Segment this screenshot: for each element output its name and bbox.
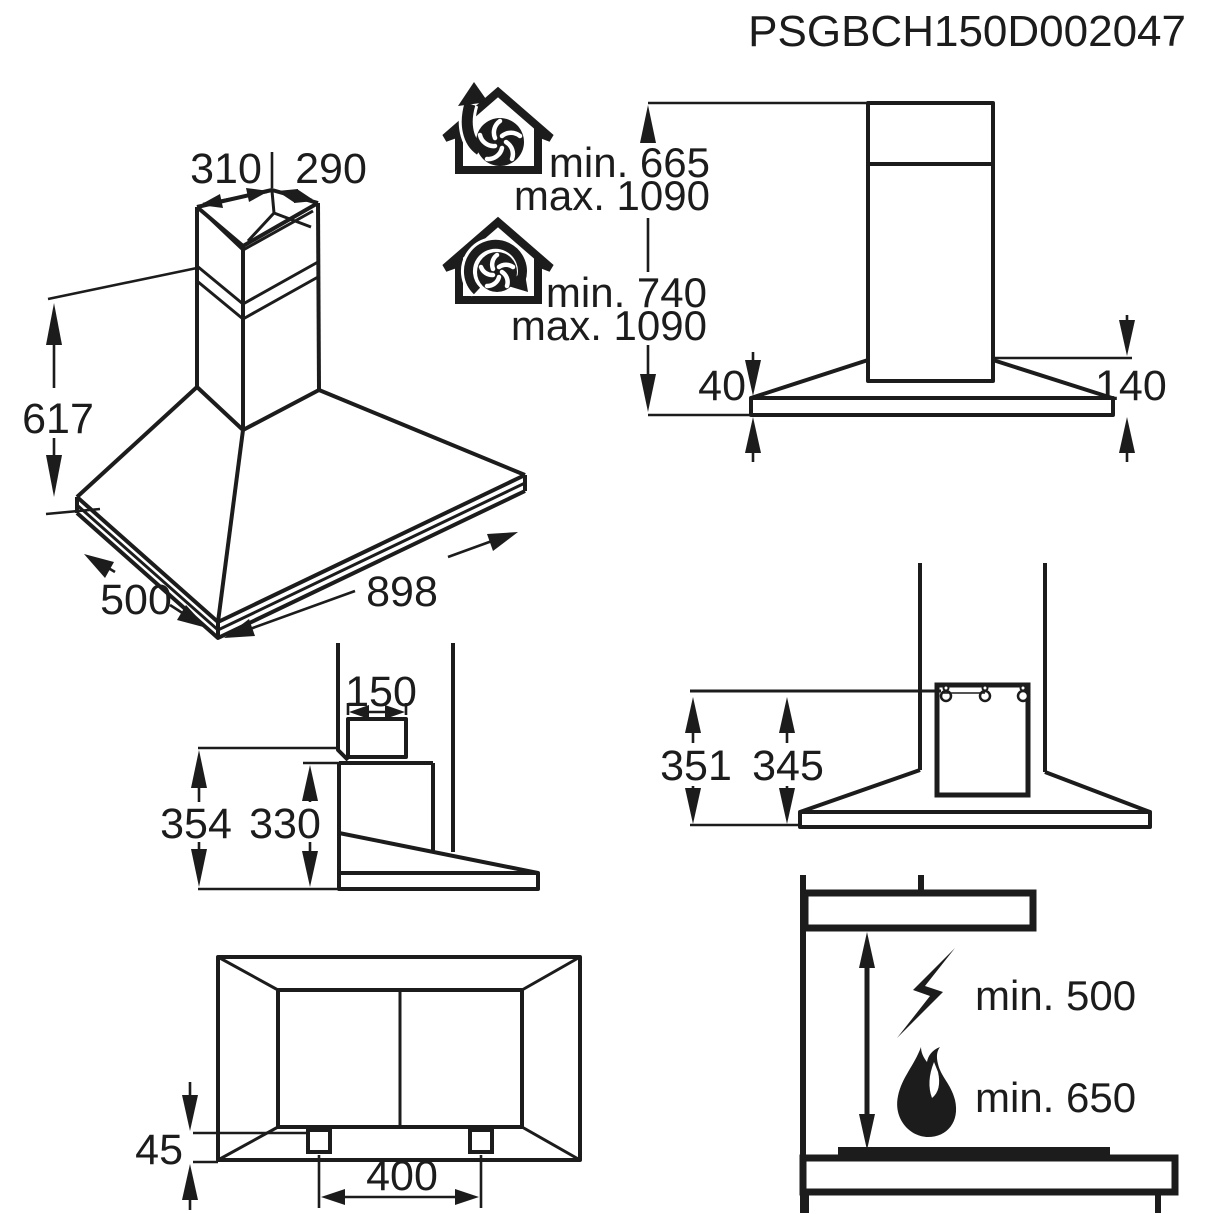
extraction-mode: min. 665 max. 1090 [442, 82, 710, 219]
recirculation-arrow-icon [463, 239, 527, 295]
chimney-front [866, 101, 995, 383]
bottom-outline [216, 955, 582, 1162]
recirculation-mode: min. 740 max. 1090 [442, 216, 707, 349]
dim-lamp-spacing-label: 400 [366, 1152, 438, 1200]
dim-345-label: 345 [752, 742, 824, 790]
dim-lamp-inset-label: 45 [135, 1126, 183, 1174]
dim-height-label: 617 [22, 395, 94, 443]
dim-chimney-width-label: 310 [190, 145, 262, 193]
side-base [337, 871, 540, 891]
lamp-left [306, 1128, 332, 1154]
dim-base-height-label: 40 [698, 362, 746, 410]
hob-surface [838, 1147, 1110, 1158]
duct-collar [346, 717, 408, 759]
dim-canopy-height-label: 140 [1095, 362, 1167, 410]
side-view: 150 354 330 [160, 643, 540, 891]
dim-chimney-depth-label: 290 [295, 145, 367, 193]
recirculation-max-label: max. 1090 [511, 302, 707, 349]
house-recirculation-icon [442, 216, 554, 304]
extraction-min-label: min. 665 [549, 139, 710, 186]
front-view: 40 140 [640, 101, 1167, 462]
hood-bottom [801, 889, 1037, 932]
product-code: PSGBCH150D002047 [748, 7, 1186, 56]
extraction-max-label: max. 1090 [514, 172, 710, 219]
mounting-bracket [934, 682, 1031, 798]
dim-351-label: 351 [660, 742, 732, 790]
base-strip [749, 396, 1115, 417]
dim-body-width-label: 898 [366, 568, 438, 616]
canopy-left-ridge [75, 385, 199, 499]
clearance-gas-label: min. 650 [975, 1074, 1136, 1121]
bottom-view: 45 400 [135, 955, 582, 1210]
dim-total-height-label: 354 [160, 800, 232, 848]
rear-base [798, 810, 1152, 829]
perspective-view: 310 290 617 898 500 [22, 145, 527, 640]
recirculation-min-label: min. 740 [546, 269, 707, 316]
clearance-diagram: min. 500 min. 650 [799, 875, 1179, 1213]
dim-body-depth-label: 500 [100, 576, 172, 624]
house-extraction-icon [442, 86, 554, 174]
canopy-left-slope [750, 358, 869, 400]
lightning-icon [897, 948, 955, 1038]
clearance-electric-label: min. 500 [975, 972, 1136, 1019]
dim-body-height-label: 330 [249, 800, 321, 848]
side-chimney [336, 643, 350, 762]
flame-icon [897, 1047, 957, 1137]
exhaust-arrow-icon [461, 102, 484, 155]
dim-duct-width-label: 150 [345, 668, 417, 716]
rear-view: 351 345 [660, 563, 1152, 829]
side-canopy-slope [338, 831, 539, 875]
lamp-right [468, 1128, 494, 1154]
counter [799, 1154, 1179, 1196]
